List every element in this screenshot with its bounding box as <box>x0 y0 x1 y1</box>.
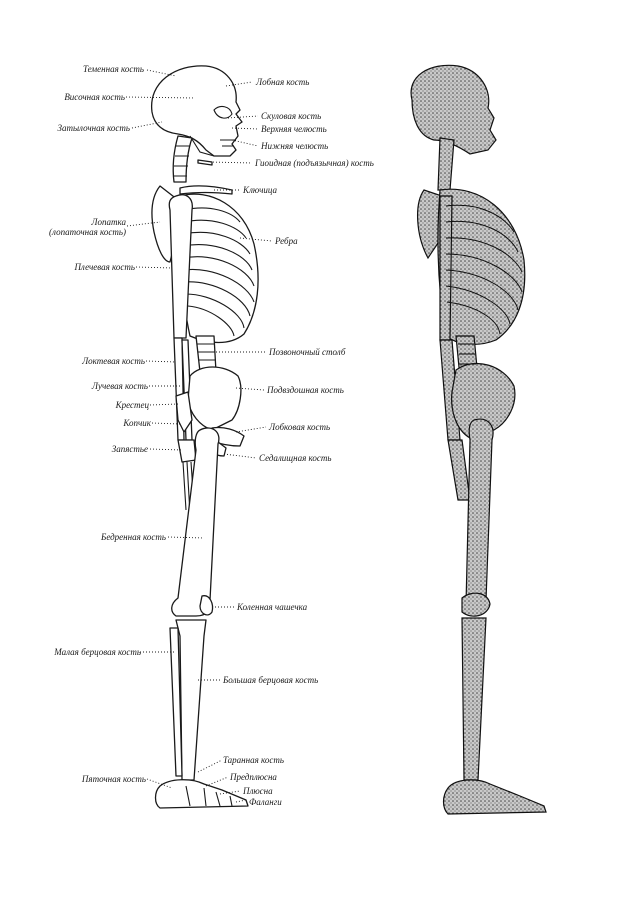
label-calcaneus: Пяточная кость <box>81 774 146 784</box>
cervical-segments <box>174 145 190 177</box>
label-clavicle: Ключица <box>243 185 278 195</box>
sacrum-bone <box>175 391 193 433</box>
lumbar-segments <box>197 343 216 361</box>
label-zygomatic: Скуловая кость <box>261 111 322 121</box>
pelvis-ilium <box>187 366 242 431</box>
label-phalanges: Фаланги <box>249 797 282 807</box>
label-ischium: Седалищная кость <box>259 453 332 463</box>
label-ilium: Подвздошная кость <box>267 385 344 395</box>
label-pubis: Лобковая кость <box>269 422 331 432</box>
label-ribs: Ребра <box>275 236 298 246</box>
label-humerus: Плечевая кость <box>74 262 135 272</box>
mandible-line <box>189 135 215 157</box>
label-coccyx: Копчик <box>123 418 151 428</box>
label-scapula-line1: Лопатка <box>91 217 126 227</box>
label-sacrum: Крестец <box>115 400 149 410</box>
skull-teeth <box>220 139 236 147</box>
label-talus: Таранная кость <box>223 755 285 765</box>
shaded-ribcage <box>437 188 526 345</box>
label-temporal: Височная кость <box>64 92 125 102</box>
label-wrist: Запястье <box>111 444 148 454</box>
label-spine: Позвоночный столб <box>269 347 346 357</box>
leader-lines <box>125 69 273 803</box>
shaded-foot <box>442 779 547 815</box>
foot-bones <box>154 779 249 809</box>
label-frontal: Лобная кость <box>256 77 310 87</box>
label-radius: Лучевая кость <box>91 381 148 391</box>
label-patella: Коленная чашечка <box>237 602 308 612</box>
shaded-pelvis <box>451 362 516 439</box>
label-occipital: Затылочная кость <box>57 123 130 133</box>
label-fibula: Малая берцовая кость <box>54 647 141 657</box>
label-parietal: Теменная кость <box>82 64 144 74</box>
skull-orbit <box>213 105 233 119</box>
label-scapula: Лопатка (лопаточная кость) <box>49 217 126 237</box>
shaded-knee <box>461 592 491 617</box>
patella-bone <box>199 595 214 616</box>
label-maxilla: Верхняя челюсть <box>261 124 327 134</box>
label-femur: Бедренная кость <box>101 532 166 542</box>
label-mandible: Нижняя челюсть <box>261 141 329 151</box>
label-ulna: Локтевая кость <box>82 356 145 366</box>
label-scapula-line2: (лопаточная кость) <box>49 227 126 237</box>
label-tibia: Большая берцовая кость <box>223 675 319 685</box>
skull <box>151 65 243 157</box>
shaded-lower-leg <box>461 617 487 781</box>
label-metatarsus: Плюсна <box>243 786 273 796</box>
femur-bone <box>171 427 220 617</box>
ribs-lines <box>183 207 255 337</box>
tibia-bone <box>175 619 207 781</box>
clavicle-bone <box>179 185 233 195</box>
fibula-bone <box>169 627 183 777</box>
shaded-neck <box>437 137 455 191</box>
label-tarsus: Предплюсна <box>230 772 277 782</box>
foot-lines <box>185 785 233 807</box>
shaded-humerus <box>439 195 453 341</box>
hand-fingers <box>182 459 201 515</box>
label-hyoid: Гиоидная (подъязычная) кость <box>255 158 374 168</box>
shaded-scapula <box>417 189 443 260</box>
shaded-skull <box>410 64 497 155</box>
shaded-hand <box>447 439 471 501</box>
hyoid-bone <box>197 159 213 166</box>
shaded-femur <box>465 418 494 605</box>
